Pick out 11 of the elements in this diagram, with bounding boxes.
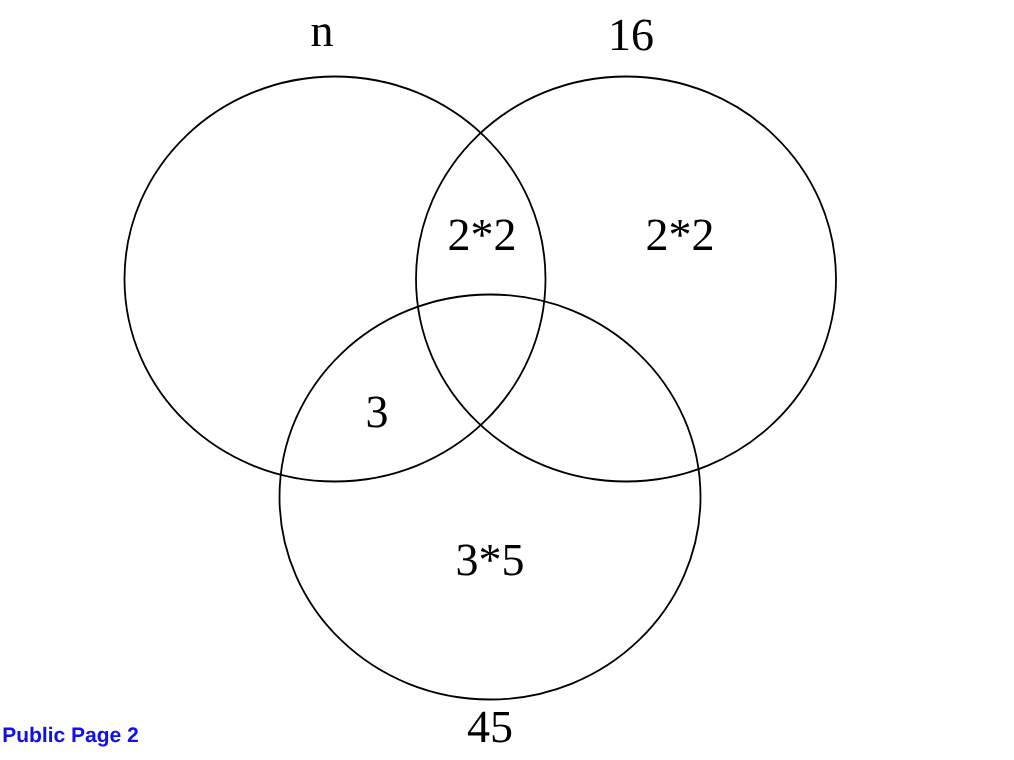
set-label: n bbox=[311, 24, 333, 46]
set-label: 45 bbox=[467, 711, 512, 743]
set-label: 16 bbox=[612, 19, 653, 51]
region-value: 2*2 bbox=[449, 219, 514, 250]
venn-circle bbox=[278, 293, 702, 701]
region-value: 2*2 bbox=[647, 219, 712, 250]
region-value: 3*5 bbox=[457, 544, 523, 576]
region-value: 3 bbox=[367, 396, 387, 428]
page-label: Public Page 2 bbox=[3, 726, 138, 747]
venn-circle bbox=[123, 75, 547, 483]
venn-circle bbox=[415, 75, 837, 483]
